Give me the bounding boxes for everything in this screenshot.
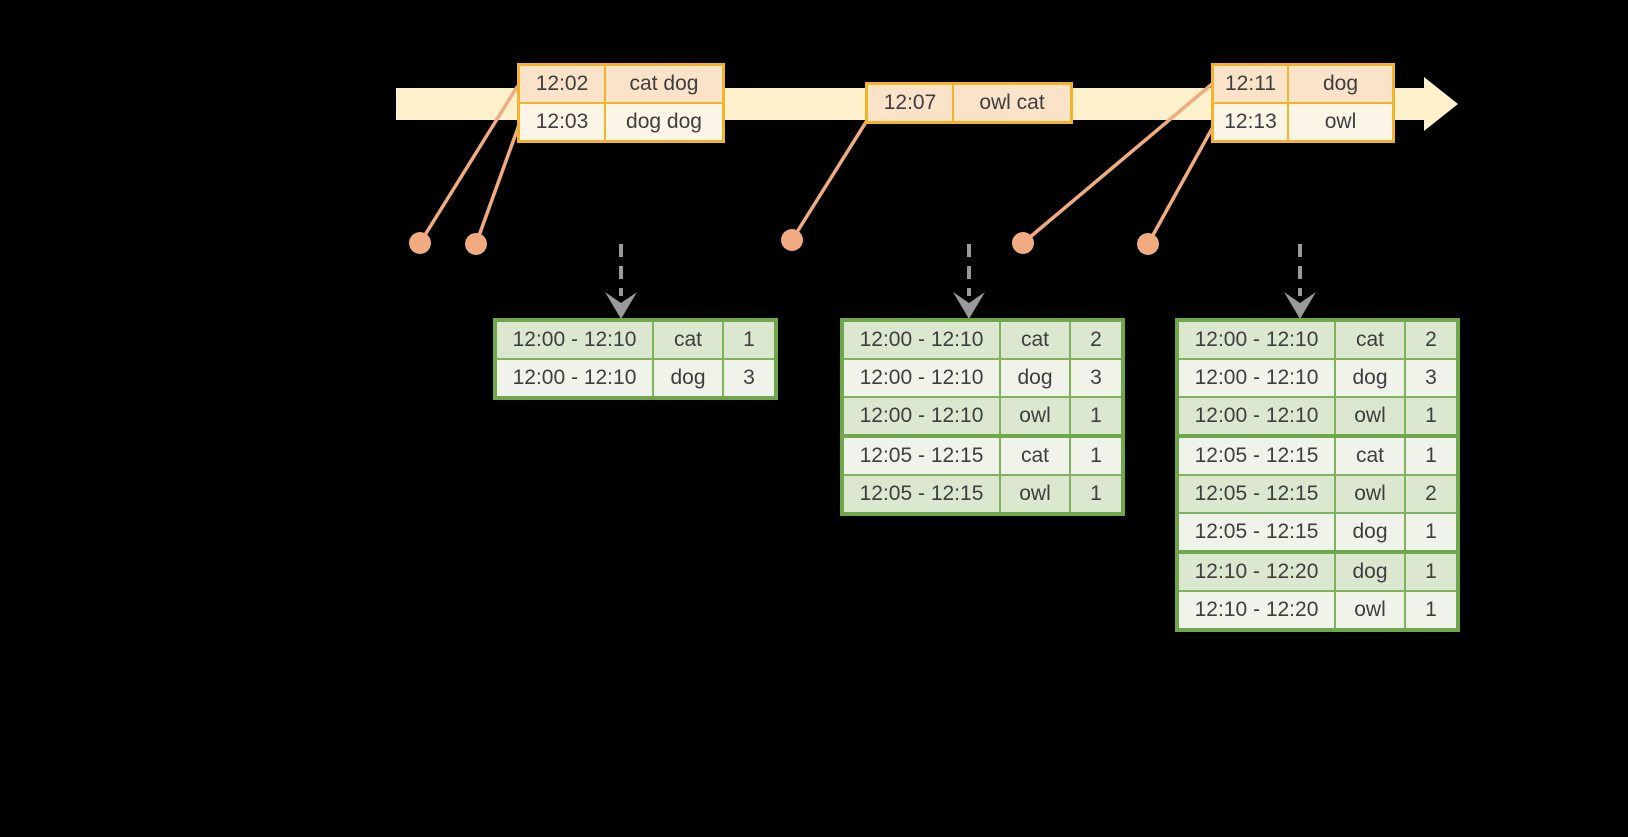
table-cell: dog [1334,358,1406,398]
table-cell: cat [1334,434,1406,476]
table-cell: dog [1334,512,1406,553]
table-cell: owl [1334,396,1406,437]
connector-line [474,123,521,246]
table-cell: 1 [1404,396,1459,437]
table-cell: 12:00 - 12:10 [494,319,654,360]
table-cell: 12:13 [1211,102,1289,143]
table-cell: 12:05 - 12:15 [1176,434,1336,476]
connector-line [790,120,868,242]
table-cell: 12:00 - 12:10 [1176,319,1336,360]
table-cell: 1 [1069,474,1124,515]
table-cell: dog [1334,550,1406,592]
table-cell: dog [999,358,1071,398]
table-cell: 1 [1404,590,1459,631]
table-cell: 2 [1404,319,1459,360]
event-dot [1137,233,1159,255]
table-cell: dog [1287,63,1395,104]
table-cell: 12:02 [517,63,606,104]
table-cell: 12:03 [517,102,606,143]
table-cell: 12:00 - 12:10 [841,319,1001,360]
trigger-arrowhead-icon [1284,292,1316,319]
table-cell: dog dog [604,102,725,143]
table-cell: 1 [722,319,777,360]
connector-line [418,85,519,245]
connector-line [1021,82,1214,245]
table-cell: 12:00 - 12:10 [1176,396,1336,437]
table-cell: 2 [1069,319,1124,360]
table-cell: cat [652,319,724,360]
table-cell: owl [999,474,1071,515]
table-cell: owl [999,396,1071,437]
table-cell: dog [652,358,724,399]
trigger-arrowhead-icon [953,292,985,319]
connector-line [1146,123,1216,246]
table-cell: 12:07 [865,82,954,124]
table-cell: 12:11 [1211,63,1289,104]
table-cell: 12:05 - 12:15 [841,434,1001,476]
table-cell: 1 [1404,550,1459,592]
table-cell: 1 [1069,396,1124,437]
trigger-arrowhead-icon [605,292,637,319]
event-dot [409,232,431,254]
table-cell: 3 [722,358,777,399]
table-cell: 12:10 - 12:20 [1176,550,1336,592]
event-dot [781,229,803,251]
table-cell: 12:05 - 12:15 [841,474,1001,515]
table-cell: 1 [1404,434,1459,476]
table-cell: 12:10 - 12:20 [1176,590,1336,631]
table-cell: owl cat [952,82,1073,124]
table-cell: 1 [1069,434,1124,476]
table-cell: 2 [1404,474,1459,514]
event-dot [1012,232,1034,254]
table-cell: 12:05 - 12:15 [1176,512,1336,553]
event-dot [465,233,487,255]
table-cell: 12:05 - 12:15 [1176,474,1336,514]
table-cell: 3 [1069,358,1124,398]
table-cell: 12:00 - 12:10 [841,396,1001,437]
table-cell: 1 [1404,512,1459,553]
table-cell: cat [1334,319,1406,360]
table-cell: 12:00 - 12:10 [841,358,1001,398]
table-cell: owl [1334,474,1406,514]
table-cell: cat [999,434,1071,476]
table-cell: 12:00 - 12:10 [1176,358,1336,398]
table-cell: owl [1287,102,1395,143]
table-cell: 12:00 - 12:10 [494,358,654,399]
table-cell: 3 [1404,358,1459,398]
table-cell: cat [999,319,1071,360]
table-cell: owl [1334,590,1406,631]
table-cell: cat dog [604,63,725,104]
